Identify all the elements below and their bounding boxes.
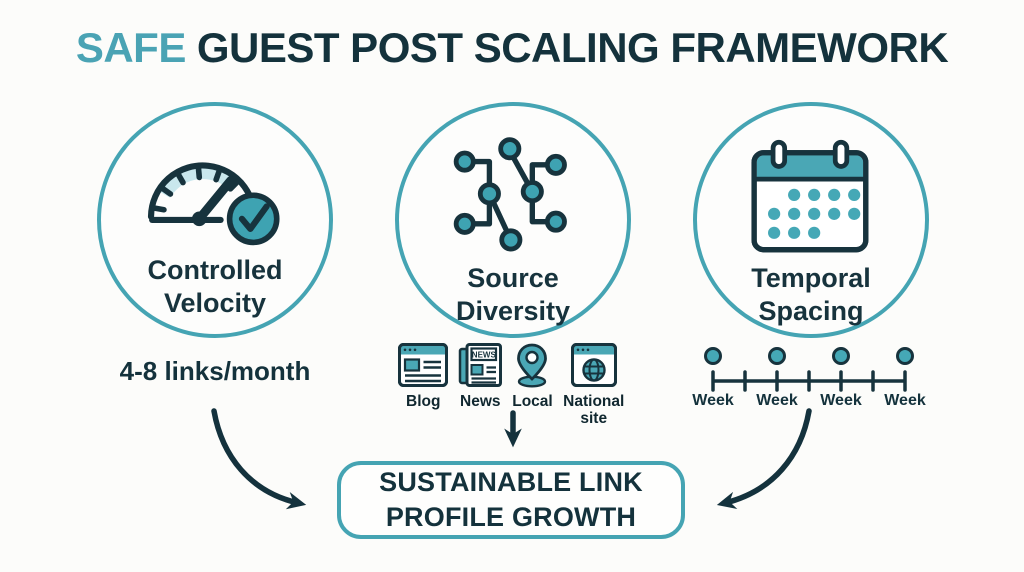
pillar-circle-controlled-velocity: Controlled Velocity (97, 102, 333, 338)
source-label: National site (563, 393, 625, 428)
week-timeline: Week Week Week Week (692, 347, 926, 409)
map-pin-icon (517, 343, 548, 388)
pillar-label: Controlled Velocity (147, 255, 283, 318)
week-label: Week (756, 392, 798, 409)
week-label: Week (692, 392, 734, 409)
source-item-local: Local (512, 342, 553, 410)
source-label: Blog (406, 393, 441, 410)
timeline-dots (704, 347, 914, 365)
source-item-national: National site (562, 342, 626, 428)
arrow-left-curve (211, 408, 307, 510)
pillar-label: Temporal Spacing (751, 263, 871, 326)
title-rest: GUEST POST SCALING FRAMEWORK (196, 24, 949, 71)
newspaper-icon: NEWS (459, 343, 503, 387)
source-type-list: Blog NEWS News Local (384, 342, 640, 428)
speedometer-check-icon (147, 162, 280, 246)
network-nodes-icon (453, 137, 567, 252)
source-label: News (460, 393, 501, 410)
news-badge-text: NEWS (472, 351, 497, 360)
source-item-blog: Blog (398, 342, 449, 410)
week-label: Week (820, 392, 862, 409)
check-badge-icon (226, 192, 280, 246)
outcome-box: SUSTAINABLE LINK PROFILE GROWTH (337, 461, 685, 539)
pillar-circle-temporal-spacing: Temporal Spacing (693, 102, 929, 338)
source-item-news: NEWS News (457, 342, 503, 410)
globe-window-icon (570, 343, 617, 387)
blog-window-icon (398, 343, 449, 387)
week-label: Week (884, 392, 926, 409)
pillar-circle-source-diversity: Source Diversity (395, 102, 631, 338)
title-highlight: SAFE (75, 24, 187, 71)
source-label: Local (512, 393, 553, 410)
pillar-label: Source Diversity (455, 263, 571, 326)
calendar-icon (751, 139, 869, 253)
arrow-right-curve (716, 408, 812, 510)
outcome-label: SUSTAINABLE LINK PROFILE GROWTH (379, 466, 643, 532)
velocity-detail: 4-8 links/month (119, 356, 311, 386)
